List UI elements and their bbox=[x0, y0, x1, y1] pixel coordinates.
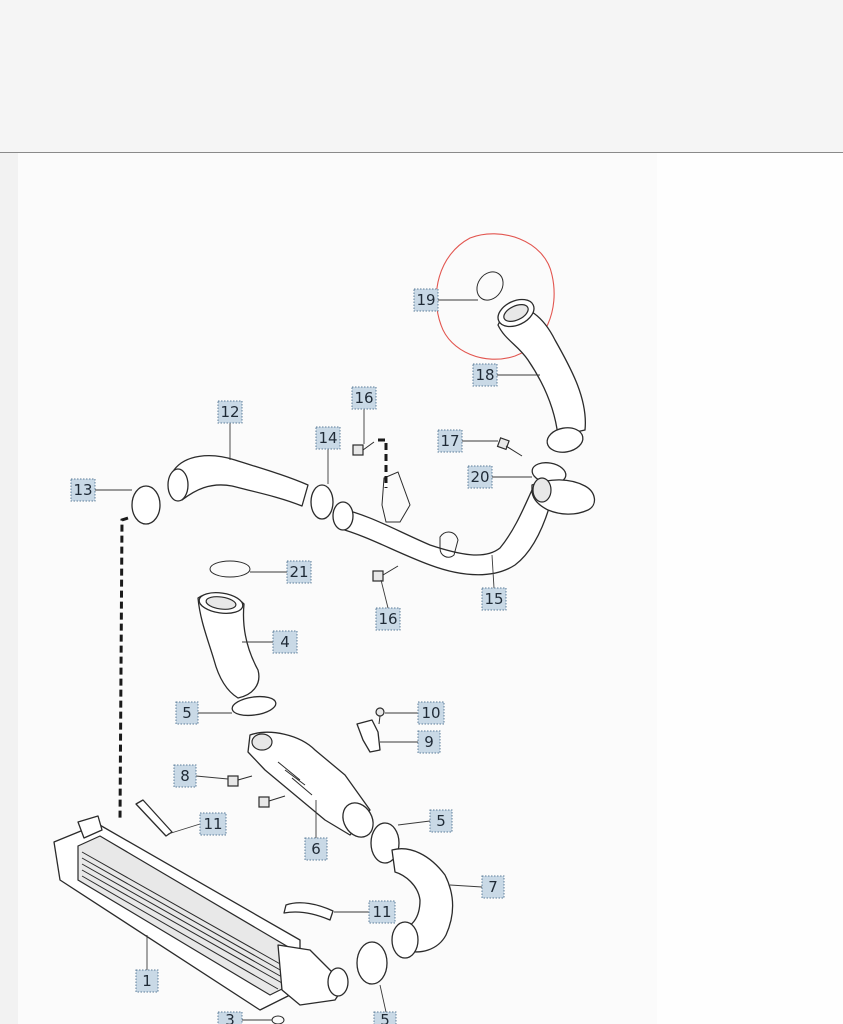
callout-10: 10 bbox=[421, 704, 440, 722]
callout-label: 1 bbox=[135, 969, 159, 993]
part-8-bolt-b bbox=[258, 795, 286, 808]
callout-label: 7 bbox=[481, 875, 505, 899]
callout-14: 14 bbox=[318, 429, 337, 447]
part-11-strip-upper bbox=[135, 799, 173, 837]
leader-lines bbox=[95, 299, 540, 1021]
callout-18: 18 bbox=[475, 366, 494, 384]
callout-11-lower: 11 bbox=[372, 903, 391, 921]
callout-7: 7 bbox=[488, 878, 498, 896]
callout-label: 8 bbox=[173, 764, 197, 788]
part-11-strip-lower bbox=[283, 902, 334, 921]
part-10-screw bbox=[375, 707, 385, 725]
part-12-hose bbox=[167, 455, 309, 507]
part-7-lower-hose bbox=[391, 848, 454, 959]
callout-12: 12 bbox=[220, 403, 239, 421]
callout-label: 5 bbox=[175, 701, 199, 725]
callout-20: 20 bbox=[470, 468, 489, 486]
callout-19: 19 bbox=[416, 291, 435, 309]
part-14-clamp bbox=[310, 484, 334, 520]
callout-label: 11 bbox=[368, 900, 396, 924]
top-toolbar-area bbox=[0, 0, 843, 153]
callout-9: 9 bbox=[424, 733, 434, 751]
callout-label: 5 bbox=[373, 1011, 397, 1024]
part-4-inlet-pipe bbox=[197, 591, 260, 699]
callout-label: 16 bbox=[351, 386, 377, 410]
callout-21: 21 bbox=[289, 563, 308, 581]
callout-label: 11 bbox=[199, 812, 227, 836]
callout-13: 13 bbox=[73, 481, 92, 499]
part-18-charge-pipe bbox=[497, 298, 586, 453]
callout-11-upper: 11 bbox=[203, 815, 222, 833]
dashed-link-13-1 bbox=[118, 516, 129, 821]
part-16-bolt-upper bbox=[352, 441, 375, 456]
callout-5-upper: 5 bbox=[182, 704, 192, 722]
callout-8: 8 bbox=[180, 767, 190, 785]
callout-label: 13 bbox=[70, 478, 96, 502]
callout-label: 5 bbox=[429, 809, 453, 833]
callout-label: 6 bbox=[304, 837, 328, 861]
callout-1: 1 bbox=[142, 972, 152, 990]
callout-16-upper: 16 bbox=[354, 389, 373, 407]
part-1-intercooler bbox=[53, 815, 349, 1011]
part-21-o-ring bbox=[209, 560, 251, 578]
part-6-throttle-housing bbox=[247, 731, 374, 838]
callout-label: 10 bbox=[417, 701, 445, 725]
callout-label: 14 bbox=[315, 426, 341, 450]
callout-label: 9 bbox=[417, 730, 441, 754]
callout-6: 6 bbox=[311, 840, 321, 858]
part-17-screw bbox=[496, 437, 523, 457]
part-19-o-ring bbox=[476, 271, 504, 301]
right-gutter bbox=[657, 153, 843, 1024]
part-15-boost-pipe bbox=[332, 471, 596, 576]
bracket-dash-link bbox=[378, 438, 388, 488]
part-5-ring-lower bbox=[356, 941, 388, 985]
callout-17: 17 bbox=[440, 432, 459, 450]
callout-label: 12 bbox=[217, 400, 243, 424]
callout-5-middle: 5 bbox=[436, 812, 446, 830]
callout-5-lower: 5 bbox=[380, 1011, 390, 1024]
callout-label: 21 bbox=[286, 560, 312, 584]
callout-label: 15 bbox=[481, 587, 507, 611]
part-9-sensor-bracket bbox=[356, 719, 381, 753]
callout-label: 3 bbox=[217, 1011, 243, 1024]
callout-label: 20 bbox=[467, 465, 493, 489]
callout-label: 19 bbox=[413, 288, 439, 312]
callout-label: 18 bbox=[472, 363, 498, 387]
part-13-clamp bbox=[131, 485, 161, 525]
callout-15: 15 bbox=[484, 590, 503, 608]
callout-3: 3 bbox=[225, 1011, 235, 1024]
callout-label: 4 bbox=[272, 630, 298, 654]
callout-label: 16 bbox=[375, 607, 401, 631]
part-3-washer bbox=[271, 1015, 285, 1024]
callout-label: 17 bbox=[437, 429, 463, 453]
callout-16-lower: 16 bbox=[378, 610, 397, 628]
part-8-bolt-a bbox=[227, 775, 253, 787]
callout-4: 4 bbox=[280, 633, 290, 651]
part-16-bolt-lower bbox=[372, 565, 399, 582]
part-5-ring-upper bbox=[231, 695, 277, 717]
